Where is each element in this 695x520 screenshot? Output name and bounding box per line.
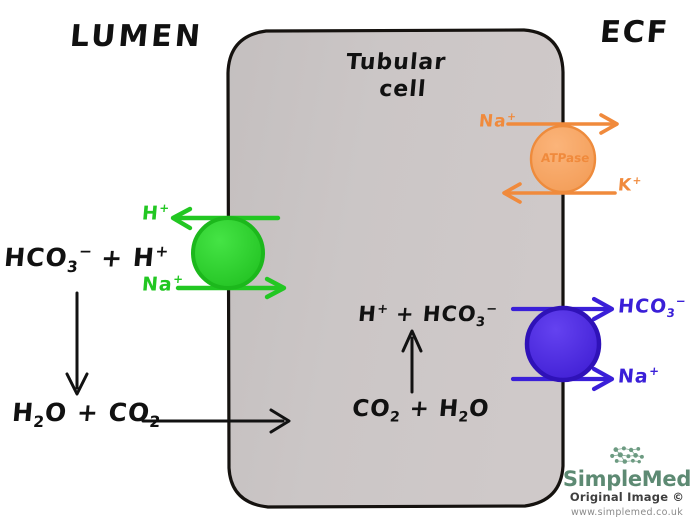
nhe3-h-label: H+: [141, 201, 170, 225]
na-k-atpase-group[interactable]: [502, 113, 619, 204]
nbc-na-label: Na+: [617, 364, 660, 388]
hco3-formula: HCO3−: [2, 243, 93, 277]
tubular-cell-body: [226, 28, 565, 509]
plus-sign: +: [100, 243, 135, 273]
nhe3-transporter-group[interactable]: [170, 206, 287, 300]
atpase-na-efflux-arrowhead: [599, 113, 619, 135]
atpase-k-label: K+: [617, 175, 642, 196]
tubular-cell-label-line1: Tubular: [345, 50, 448, 75]
lumen-equation-products: H2O + CO2: [10, 398, 162, 431]
lumen-equation-reactants: HCO3− + H+: [2, 243, 170, 277]
atpase-circle[interactable]: [529, 124, 597, 194]
plus-sign: +: [408, 396, 441, 422]
atpase-enzyme-label: ATPase: [540, 151, 590, 165]
co2-formula: CO2: [351, 396, 401, 426]
nhe3-h-efflux-arrowhead: [170, 206, 193, 231]
plus-sign: +: [394, 302, 424, 326]
simplemed-logo-mark: [609, 446, 644, 464]
simplemed-logo-url: www.simplemed.co.uk: [570, 506, 684, 518]
nbc-circle[interactable]: [524, 305, 602, 383]
plus-sign: +: [75, 398, 110, 427]
simplemed-logo-tagline: Original Image ©: [569, 490, 685, 504]
ecf-label: ECF: [598, 15, 671, 50]
lumen-label: LUMEN: [68, 19, 205, 54]
co2-formula: CO2: [107, 398, 161, 431]
nbc-na-efflux-arrowhead: [591, 366, 615, 392]
h-formula: H+: [131, 243, 170, 273]
cell-equation-reactants: CO2 + H2O: [351, 396, 491, 426]
cell-equation-products: H+ + HCO3−: [357, 302, 498, 331]
h-formula: H+: [357, 302, 389, 326]
nhe3-na-label: Na+: [141, 272, 184, 296]
hco3-formula: HCO3−: [421, 302, 498, 331]
tubular-cell-label: Tubular cell: [343, 50, 448, 102]
atpase-na-label: Na+: [478, 111, 517, 132]
nhe3-na-influx-arrowhead: [264, 276, 287, 300]
simplemed-logo-name: SimpleMed: [562, 467, 692, 491]
lumen-reaction-arrow: [65, 291, 89, 396]
carbonic-anhydrase-arrow: [401, 329, 423, 394]
simplemed-logo: SimpleMed Original Image © www.simplemed…: [562, 446, 692, 520]
h2o-formula: H2O: [10, 398, 69, 431]
co2-diffusion-arrow: [141, 408, 291, 434]
nbc-hco3-label: HCO3−: [617, 294, 687, 321]
tubular-cell-label-line2: cell: [378, 77, 428, 102]
h2o-formula: H2O: [437, 396, 491, 426]
nhe3-circle[interactable]: [191, 216, 265, 290]
nbc-hco3-efflux-arrowhead: [591, 296, 615, 322]
nbc-transporter-group[interactable]: [510, 296, 615, 392]
atpase-k-influx-arrowhead: [502, 182, 522, 204]
